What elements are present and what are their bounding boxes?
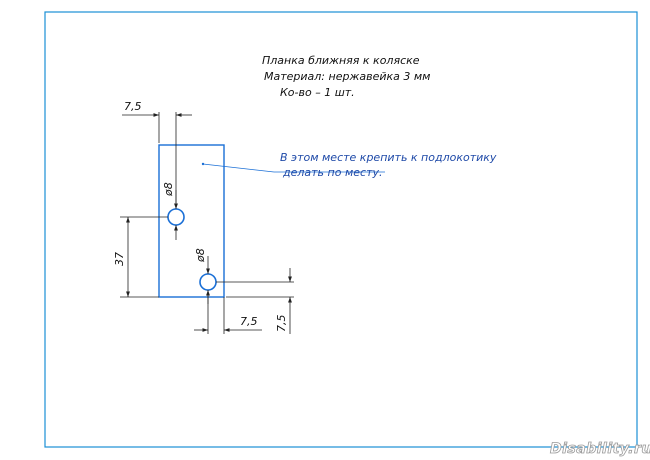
callout-dot	[201, 162, 205, 166]
dimension-bottom-horizontal-label: 7,5	[240, 315, 258, 328]
dimension-hole-spacing-label: 37	[113, 252, 126, 266]
hole-lower	[199, 273, 217, 291]
hole-upper	[167, 208, 185, 226]
drawing-frame	[44, 11, 638, 448]
note-quantity: Ко-во – 1 шт.	[280, 86, 355, 99]
dimension-top-offset	[122, 112, 192, 203]
note-title: Планка ближняя к коляске	[262, 54, 420, 67]
dimension-bottom-vertical-label: 7,5	[275, 315, 288, 333]
watermark: Disability.ru	[550, 441, 650, 457]
dimension-top-offset-label: 7,5	[124, 100, 142, 113]
note-material: Материал: нержавейка 3 мм	[264, 70, 430, 83]
plate-outline	[158, 144, 225, 298]
dimension-hole-upper-label: ø8	[162, 182, 175, 197]
dimension-hole-lower-label: ø8	[194, 248, 207, 263]
callout-leader	[202, 163, 385, 173]
callout-text-line2: делать по месту.	[282, 166, 382, 179]
dimension-bottom-horizontal	[194, 290, 262, 334]
dimension-bottom-vertical	[216, 268, 294, 334]
dimension-hole-spacing	[120, 216, 168, 298]
callout-text-line1: В этом месте крепить к подлокотику	[280, 151, 497, 164]
